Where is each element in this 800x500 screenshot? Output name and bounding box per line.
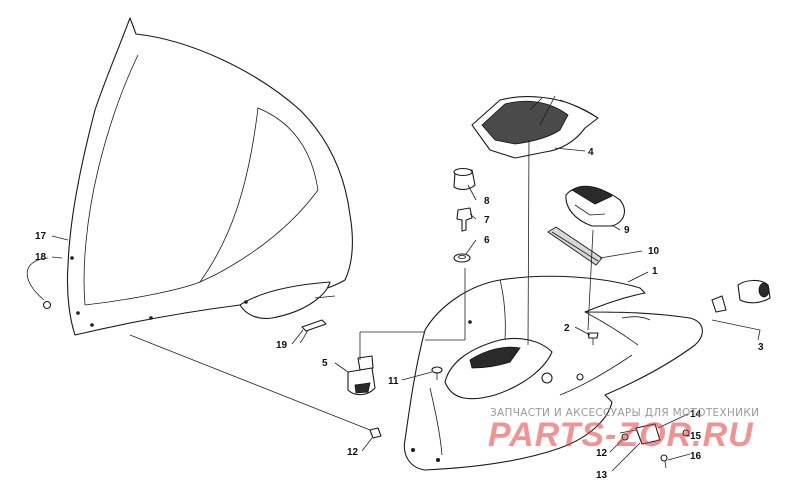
callout-6: 6: [484, 235, 490, 246]
callout-12-left: 12: [347, 447, 359, 458]
part-5-switch: [347, 355, 376, 396]
callout-15: 15: [690, 431, 702, 442]
callout-4: 4: [588, 147, 594, 158]
part-18-fastener: [26, 257, 52, 310]
parts-13-16-cluster: [619, 423, 690, 469]
part-2-screw: [587, 332, 599, 345]
part-11-screw: [431, 366, 443, 380]
callout-9: 9: [624, 225, 630, 236]
callout-3: 3: [758, 342, 764, 353]
windshield: [66, 17, 354, 336]
assembly-guide-lines: [129, 139, 594, 431]
callout-18: 18: [35, 252, 47, 263]
part-1-hood: [403, 275, 703, 471]
part-6-washer: [453, 253, 471, 263]
watermark-logo: PARTS-ZOR.RU: [488, 416, 754, 454]
callout-8: 8: [484, 196, 490, 207]
callout-14: 14: [690, 409, 702, 420]
callout-1: 1: [652, 266, 658, 277]
part-8-knob: [453, 167, 476, 190]
watermark: ЗАПЧАСТИ И АКСЕССУАРЫ ДЛЯ МОТОТЕХНИКИ PA…: [488, 407, 759, 454]
callout-7: 7: [484, 215, 490, 226]
part-12-nut: [369, 427, 382, 439]
callout-12-right: 12: [596, 448, 608, 459]
part-4-storage-net: [471, 95, 599, 159]
callout-10: 10: [648, 246, 660, 257]
callout-leaders: [51, 147, 761, 472]
callout-5: 5: [322, 358, 328, 369]
callout-17: 17: [35, 231, 47, 242]
part-10-gasket: [547, 226, 603, 266]
part-7-key: [456, 207, 473, 232]
callout-2: 2: [564, 323, 570, 334]
part-19-clip: [299, 319, 327, 344]
callout-11: 11: [388, 376, 399, 387]
callout-13: 13: [596, 470, 608, 481]
watermark-caption: ЗАПЧАСТИ И АКСЕССУАРЫ ДЛЯ МОТОТЕХНИКИ: [490, 407, 759, 419]
callout-16: 16: [690, 451, 702, 462]
part-3-fitting: [711, 279, 771, 313]
part-9-cap: [565, 185, 625, 227]
callout-labels: 17 18 19 5 11 12 8 7 6 4 9 10 1 2 3 14 1…: [35, 147, 764, 481]
callout-19: 19: [276, 340, 288, 351]
